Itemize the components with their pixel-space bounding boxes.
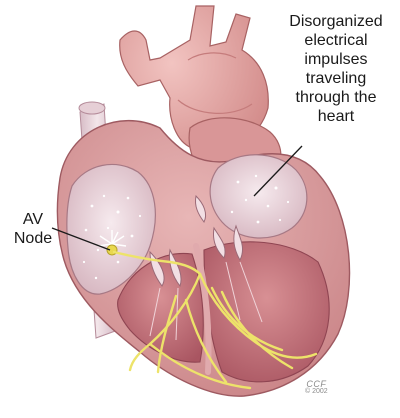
- leader-line-av-node: [51, 227, 111, 251]
- leader-line-impulses: [253, 145, 303, 197]
- left-ventricle: [203, 241, 330, 383]
- left-atrium: [209, 154, 308, 239]
- copyright-credit: CCF © 2002: [305, 380, 328, 396]
- right-ventricle: [117, 252, 204, 363]
- copyright-year: © 2002: [305, 388, 328, 395]
- ccf-mark: CCF: [306, 379, 327, 389]
- conduction-pathways: [112, 250, 318, 390]
- impulse-sparkle-icon: [82, 174, 290, 280]
- impulses-label: Disorganized electrical impulses traveli…: [289, 13, 383, 125]
- av-node-label: AV Node: [13, 211, 53, 247]
- right-atrium: [66, 163, 156, 295]
- septum: [193, 243, 212, 375]
